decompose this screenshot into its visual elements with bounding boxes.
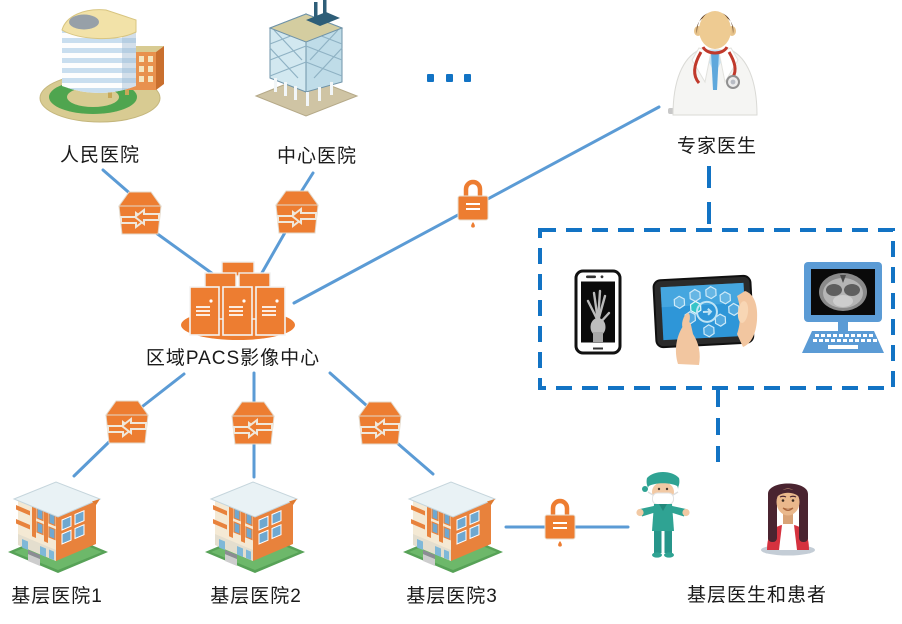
gateway-router-icon: [117, 191, 163, 235]
solid-links: [72, 105, 661, 529]
server-cluster-icon: [181, 261, 295, 340]
primary-hospital-3-node: [401, 472, 505, 578]
expert-doctor-label: 专家医生: [676, 136, 758, 157]
security-lock-icon: [455, 176, 491, 228]
pacs-center-node: [179, 261, 297, 341]
desktop-ct-monitor-icon: [798, 260, 888, 356]
hospital-tower-icon: [39, 9, 164, 123]
peoples-hospital-node: [38, 2, 168, 124]
doctor-icon: [668, 11, 758, 116]
dashed-links: [538, 166, 895, 462]
pacs-center-label: 区域PACS影像中心: [145, 348, 321, 369]
office-tower-icon: [254, 0, 359, 117]
gateway-router-icon: [274, 190, 320, 234]
central-hospital-label: 中心医院: [276, 146, 358, 167]
gateway-router-icon: [104, 400, 150, 444]
devices-dashed-box: [538, 228, 895, 390]
ellipsis-dots: [427, 74, 471, 82]
primary-doctor-and-patient-label: 基层医生和患者: [686, 585, 828, 606]
primary-hospital-2-label: 基层医院2: [210, 586, 302, 607]
primary-hospital-1-node: [6, 472, 110, 578]
clinic-building-icon: [205, 481, 305, 573]
primary-hospital-1-label: 基层医院1: [11, 586, 103, 607]
security-lock-icon: [542, 495, 578, 547]
gateway-router-icon: [230, 401, 276, 445]
clinic-building-icon: [8, 481, 108, 573]
surgeon-icon: [634, 468, 692, 560]
tablet-in-hands-icon: [650, 263, 758, 367]
patient-icon: [755, 478, 821, 556]
primary-hospital-3-label: 基层医院3: [406, 586, 498, 607]
peoples-hospital-label: 人民医院: [59, 145, 141, 166]
clinic-building-icon: [403, 481, 503, 573]
expert-doctor-node: [664, 2, 766, 117]
smartphone-xray-icon: [574, 269, 622, 355]
central-hospital-node: [254, 0, 359, 130]
gateway-router-icon: [357, 401, 403, 445]
primary-hospital-2-node: [203, 472, 307, 578]
